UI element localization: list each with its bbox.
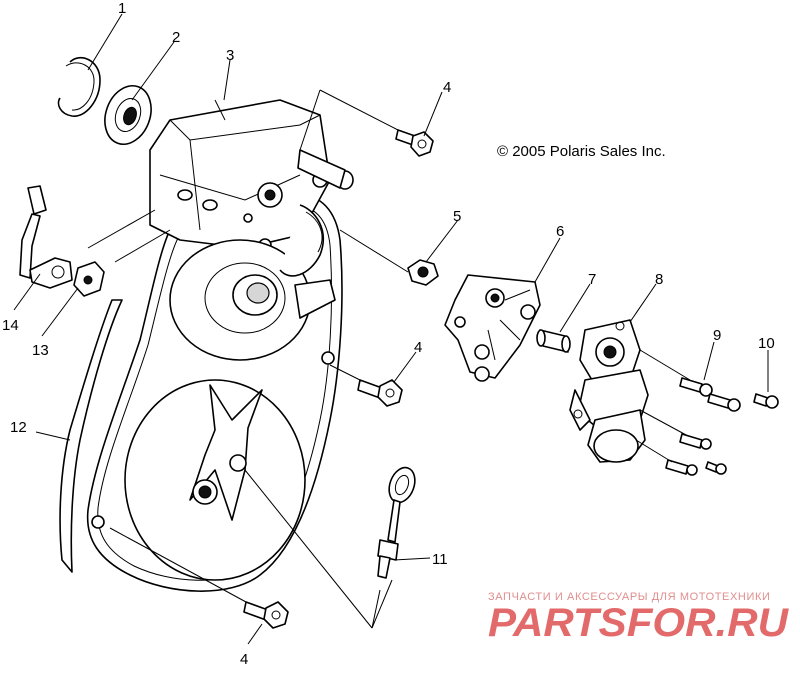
bracket-part: [444, 274, 541, 382]
screw-part-lower-a: [679, 433, 712, 450]
coupler-part: [536, 329, 571, 353]
callout-9: 9: [713, 327, 721, 344]
motor-part: [569, 319, 649, 463]
callout-14: 14: [2, 317, 19, 334]
snap-ring-part: [57, 56, 101, 117]
copyright-text: © 2005 Polaris Sales Inc.: [497, 143, 666, 160]
watermark-tagline: ЗАПЧАСТИ И АКСЕССУАРЫ ДЛЯ МОТОТЕХНИКИ: [488, 591, 770, 603]
callout-10: 10: [758, 335, 775, 352]
bolt-part-middle: [357, 379, 403, 407]
callout-3: 3: [226, 47, 234, 64]
watermark: ЗАПЧАСТИ И АКСЕССУАРЫ ДЛЯ МОТОТЕХНИКИ PA…: [488, 591, 789, 645]
bolt-part-lower: [243, 601, 289, 629]
sensor-lead-part: [19, 185, 73, 289]
screw-part-lower-c: [705, 461, 727, 475]
callout-7: 7: [588, 271, 596, 288]
screw-part-9b: [707, 393, 741, 412]
sensor-part: [73, 261, 105, 297]
callout-8: 8: [655, 271, 663, 288]
nut-part: [407, 259, 439, 286]
callout-4-lower: 4: [240, 651, 248, 668]
dipstick-part: [377, 466, 416, 579]
callout-4-upper: 4: [443, 79, 451, 96]
callout-13: 13: [32, 342, 49, 359]
callout-6: 6: [556, 223, 564, 240]
gasket-strip-part: [59, 299, 123, 573]
callout-2: 2: [172, 29, 180, 46]
callout-4-middle: 4: [414, 339, 422, 356]
callout-5: 5: [453, 208, 461, 225]
callout-11: 11: [432, 551, 448, 568]
seal-part: [104, 85, 152, 145]
screw-part-10: [753, 393, 779, 409]
callout-12: 12: [10, 419, 27, 436]
callout-labels: 1 2 3 4 5 6 7 8 9 10 4 11 12 13 14 4: [2, 0, 775, 668]
leader-lines: [13, 13, 769, 645]
screw-part-lower-b: [665, 459, 698, 476]
screw-part-9a: [679, 377, 713, 397]
callout-1: 1: [118, 0, 126, 17]
watermark-logo: PARTSFOR.RU: [488, 601, 789, 645]
cover-housing-part: [86, 99, 354, 592]
bolt-part-upper: [395, 129, 434, 157]
